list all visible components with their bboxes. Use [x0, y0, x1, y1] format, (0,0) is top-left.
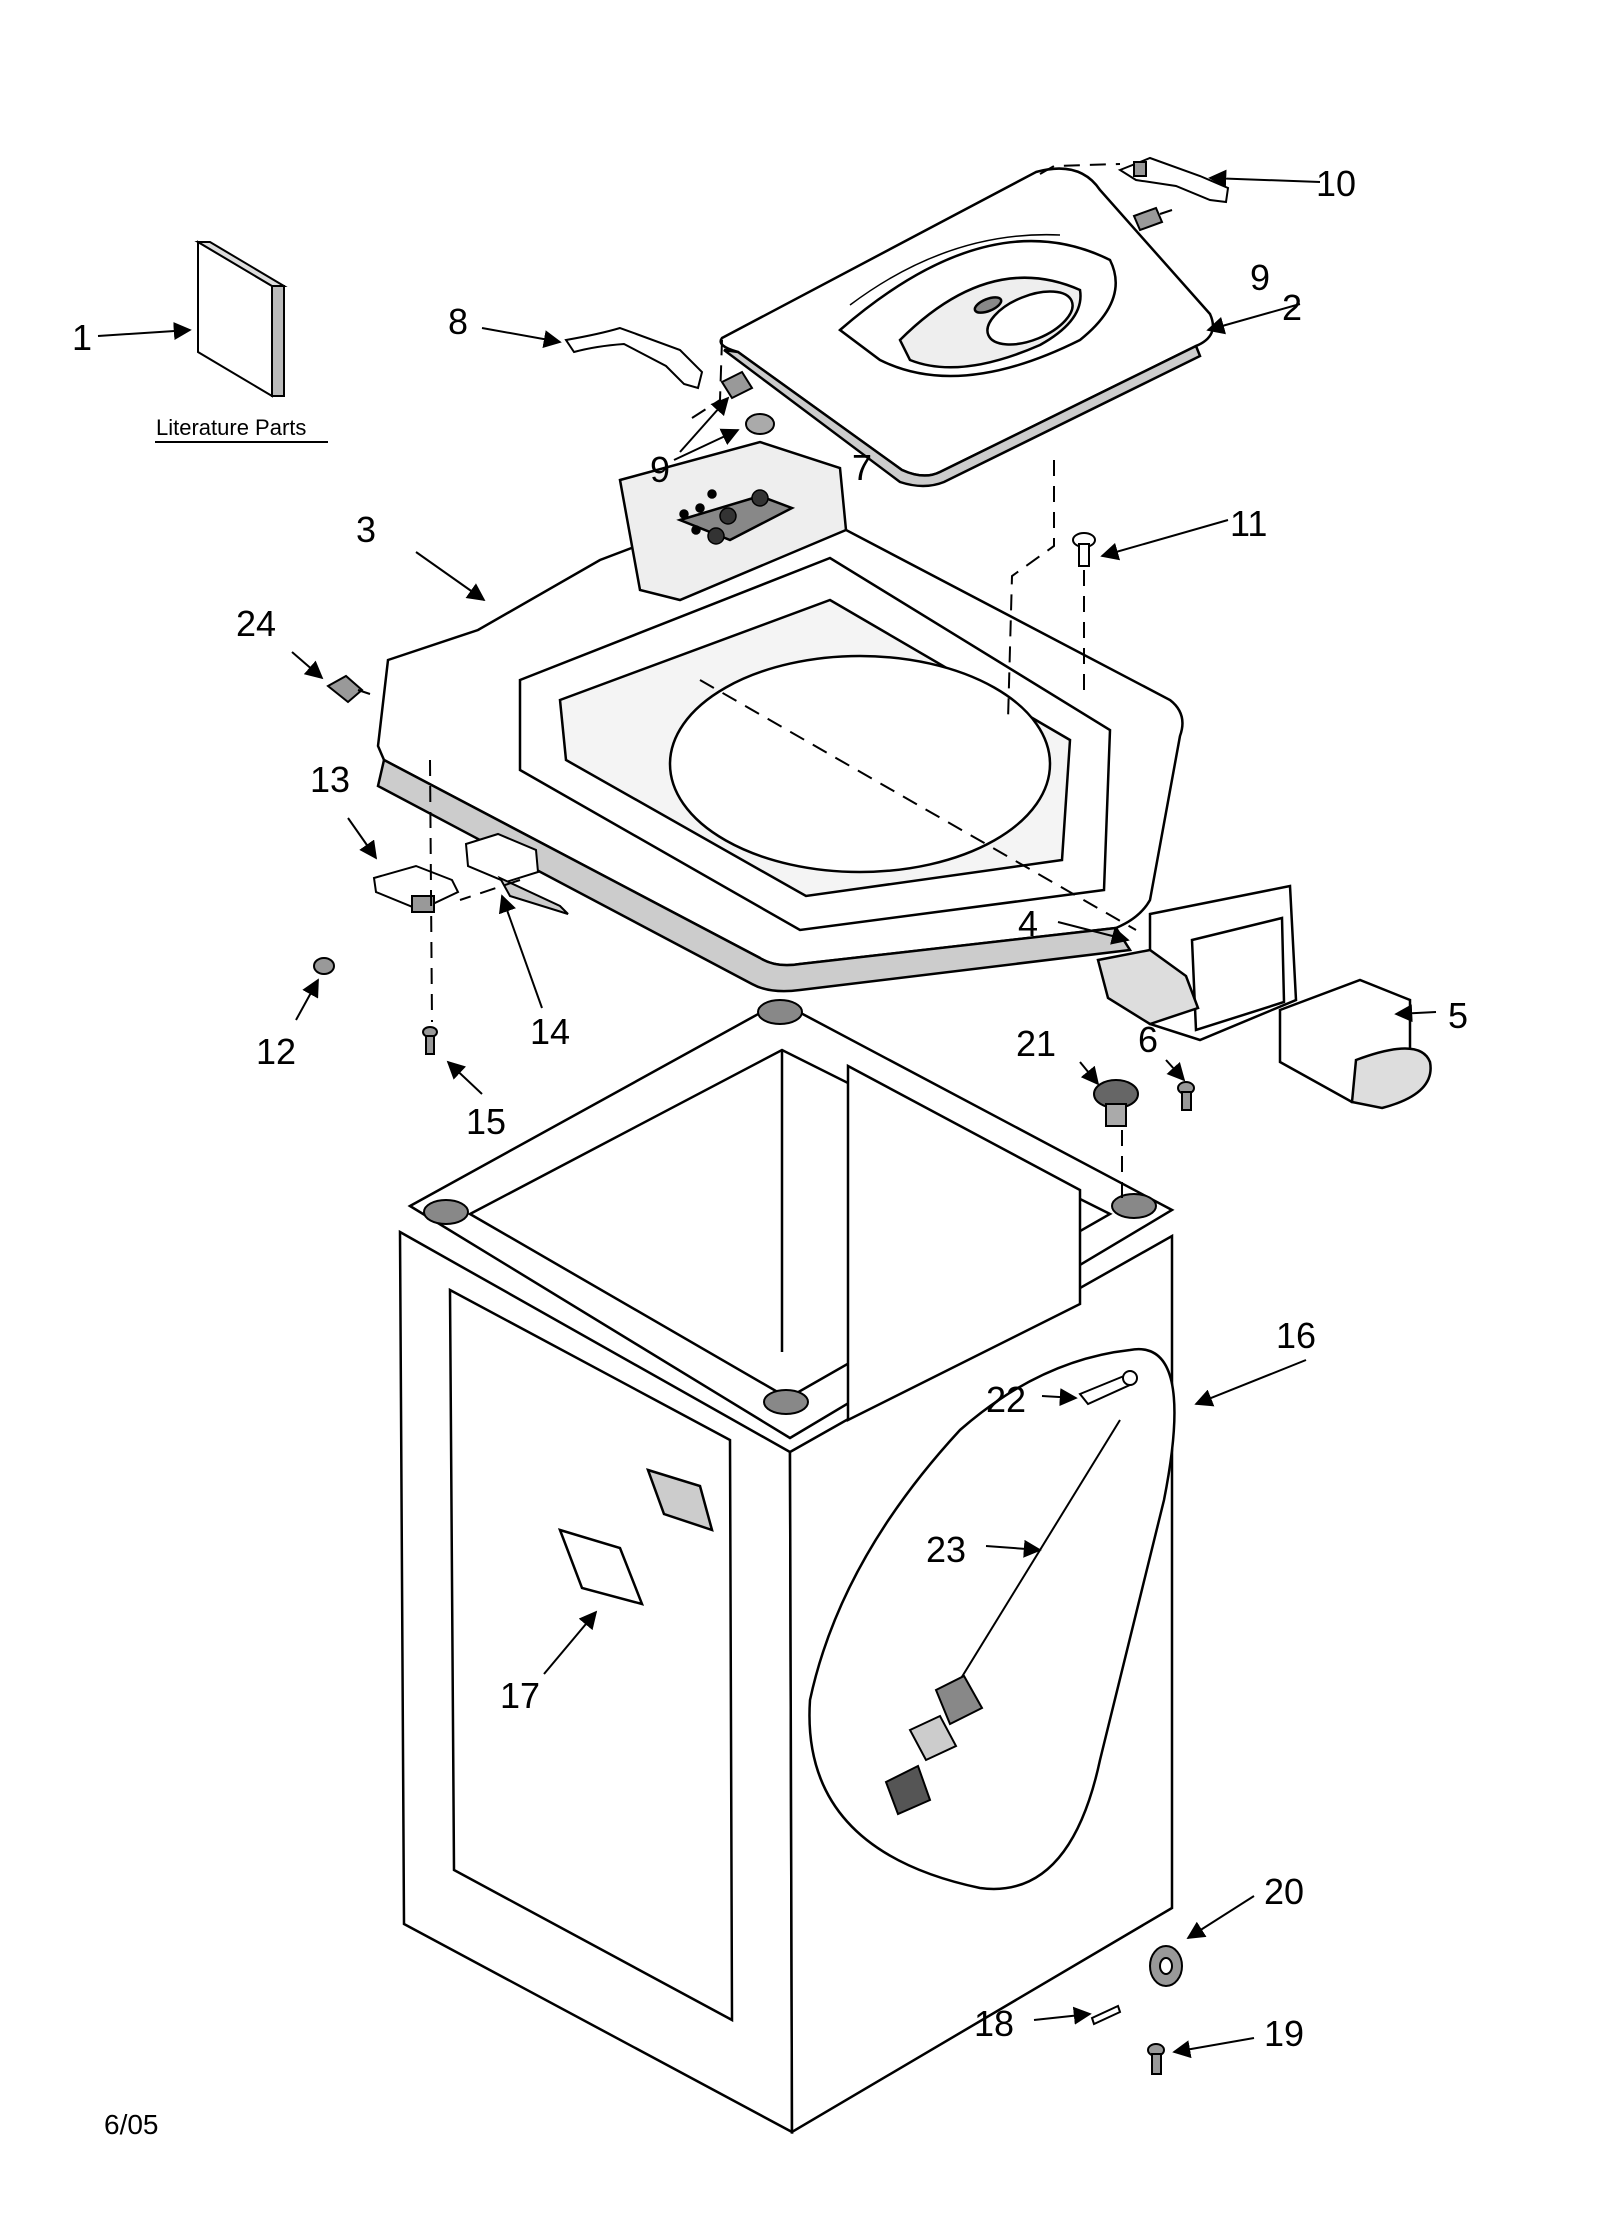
callout-labels: 1 2 3 4 5 6 7 8 9 9 10 11 12 13 14 15 16… — [72, 163, 1468, 2054]
literature-parts-label: Literature Parts — [156, 415, 306, 440]
callout-5: 5 — [1448, 995, 1468, 1036]
screw-24 — [326, 674, 371, 704]
console-buttons — [679, 489, 769, 545]
callout-24: 24 — [236, 603, 276, 644]
callout-3: 3 — [356, 509, 376, 550]
callout-4: 4 — [1018, 903, 1038, 944]
callout-2: 2 — [1282, 287, 1302, 328]
dispenser-housing — [1096, 884, 1298, 1042]
lid-plug — [1072, 532, 1096, 567]
cabinet-handles — [557, 1468, 714, 1606]
callout-15: 15 — [466, 1101, 506, 1142]
foot-pin — [1090, 2004, 1122, 2026]
callout-17: 17 — [500, 1675, 540, 1716]
callout-11: 11 — [1230, 503, 1267, 544]
screw-12 — [313, 957, 335, 975]
callout-8: 8 — [448, 301, 468, 342]
callout-1: 1 — [72, 317, 92, 358]
callout-22: 22 — [986, 1379, 1026, 1420]
callout-arrows — [97, 169, 1437, 2059]
callout-16: 16 — [1276, 1315, 1316, 1356]
corner-mounts — [423, 999, 1157, 1415]
callout-13: 13 — [310, 759, 350, 800]
callout-9-upper: 9 — [1250, 257, 1270, 298]
screw-9-lower — [720, 370, 754, 400]
callout-23: 23 — [926, 1529, 966, 1570]
assembly-lines — [429, 163, 1137, 1200]
top-panel — [376, 440, 1184, 993]
callout-9-lower: 9 — [650, 449, 670, 490]
suspension-hook — [1078, 1370, 1138, 1406]
callout-19: 19 — [1264, 2013, 1304, 2054]
lid-switch — [464, 832, 569, 915]
bumper — [745, 413, 775, 435]
screw-19 — [1147, 2043, 1165, 2075]
lid — [719, 167, 1215, 488]
suspension-support — [1093, 1079, 1139, 1127]
screw-6 — [1177, 1081, 1195, 1111]
switch-bracket — [372, 864, 460, 913]
cabinet-cutaway — [808, 1347, 1176, 1891]
callout-20: 20 — [1264, 1871, 1304, 1912]
dispenser-drawer — [1278, 978, 1432, 1110]
rear-hinge — [1117, 156, 1230, 204]
screw-15 — [422, 1026, 438, 1055]
cabinet — [398, 1000, 1175, 2135]
callout-7: 7 — [852, 447, 872, 488]
leveling-foot — [1149, 1945, 1183, 1987]
callout-12: 12 — [256, 1031, 296, 1072]
screw-9-upper — [1132, 206, 1173, 232]
callout-10: 10 — [1316, 163, 1356, 204]
literature-booklet — [194, 240, 288, 398]
date-code: 6/05 — [104, 2109, 159, 2140]
callout-6: 6 — [1138, 1019, 1158, 1060]
hinge-rod — [564, 326, 704, 390]
callout-18: 18 — [974, 2003, 1014, 2044]
callout-21: 21 — [1016, 1023, 1056, 1064]
callout-14: 14 — [530, 1011, 570, 1052]
